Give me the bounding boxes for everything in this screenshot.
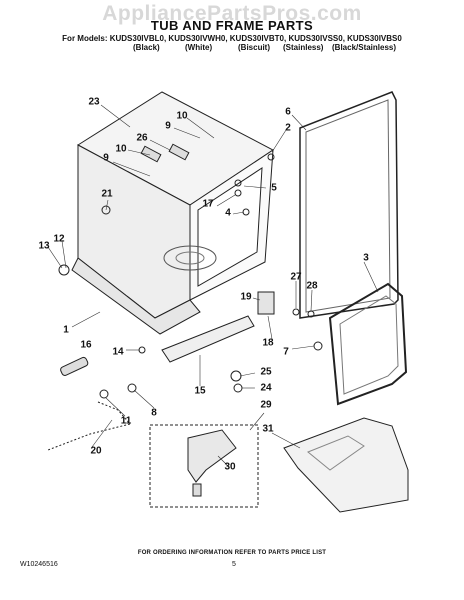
page-title: TUB AND FRAME PARTS [150, 18, 314, 33]
tub-sump [163, 245, 217, 271]
watermark: AppliancePartsPros.com [102, 2, 362, 25]
callout-13: 13 [38, 240, 50, 252]
bumper-5a [234, 179, 242, 187]
hinge-bracket-left [140, 145, 162, 163]
leveling-leg-16 [60, 356, 89, 376]
bracket-plate-15 [161, 315, 255, 363]
callout-10-top: 10 [176, 110, 188, 122]
callout-28: 28 [306, 280, 318, 292]
cable-20 [47, 401, 131, 451]
callout-29: 29 [260, 399, 272, 411]
tub-seal-3 [328, 282, 408, 406]
callout-18: 18 [262, 337, 274, 349]
base-frame [71, 257, 201, 335]
callout-25: 25 [260, 366, 272, 378]
callout-30: 30 [224, 461, 236, 473]
part-25 [230, 370, 242, 382]
fastener-13 [58, 264, 70, 276]
screw-27 [292, 308, 300, 316]
callout-4: 4 [225, 207, 231, 219]
callout-7: 7 [283, 346, 289, 358]
screw-7 [313, 341, 323, 351]
hinge-bracket-right [168, 143, 190, 161]
callout-31: 31 [262, 423, 274, 435]
callout-8: 8 [151, 407, 157, 419]
callout-9-top: 9 [165, 120, 171, 132]
bracket-21 [101, 205, 111, 215]
model-color-stainless: (Stainless) [283, 43, 324, 52]
door-gasket-6 [299, 91, 399, 319]
model-color-biscuit: (Biscuit) [238, 43, 270, 52]
pump-bracket-30 [187, 429, 237, 483]
callout-14: 14 [112, 346, 124, 358]
part-24 [233, 383, 243, 393]
callout-21: 21 [101, 188, 113, 200]
bushing-8 [127, 383, 137, 393]
callout-11: 11 [120, 415, 132, 427]
page-number: 5 [232, 561, 236, 568]
callout-16: 16 [80, 339, 92, 351]
bumper-5b [234, 189, 242, 197]
callout-27: 27 [290, 271, 302, 283]
base-panel-31 [283, 417, 409, 513]
document-number: W10246516 [20, 561, 58, 568]
model-color-white: (White) [185, 43, 213, 52]
callout-19: 19 [240, 291, 252, 303]
callout-24: 24 [260, 382, 272, 394]
callout-12: 12 [53, 233, 65, 245]
callout-3: 3 [363, 252, 369, 264]
callout-9-mid: 9 [103, 152, 109, 164]
bushing-11 [99, 389, 109, 399]
callout-23: 23 [88, 96, 100, 108]
callout-10-mid: 10 [115, 143, 127, 155]
callout-6: 6 [285, 106, 291, 118]
callout-20: 20 [90, 445, 102, 457]
ordering-info: FOR ORDERING INFORMATION REFER TO PARTS … [137, 550, 327, 556]
model-color-black-stainless: (Black/Stainless) [332, 43, 397, 52]
callout-17: 17 [202, 198, 214, 210]
callout-2: 2 [285, 122, 291, 134]
callout-1: 1 [63, 324, 69, 336]
models-line: For Models: KUDS30IVBL0, KUDS30IVWH0, KU… [62, 34, 402, 43]
model-color-black: (Black) [133, 43, 160, 52]
callout-15: 15 [194, 385, 206, 397]
callout-26: 26 [136, 132, 148, 144]
callout-5: 5 [271, 182, 277, 194]
screw-2 [267, 153, 275, 161]
bracket-19 [257, 291, 275, 315]
